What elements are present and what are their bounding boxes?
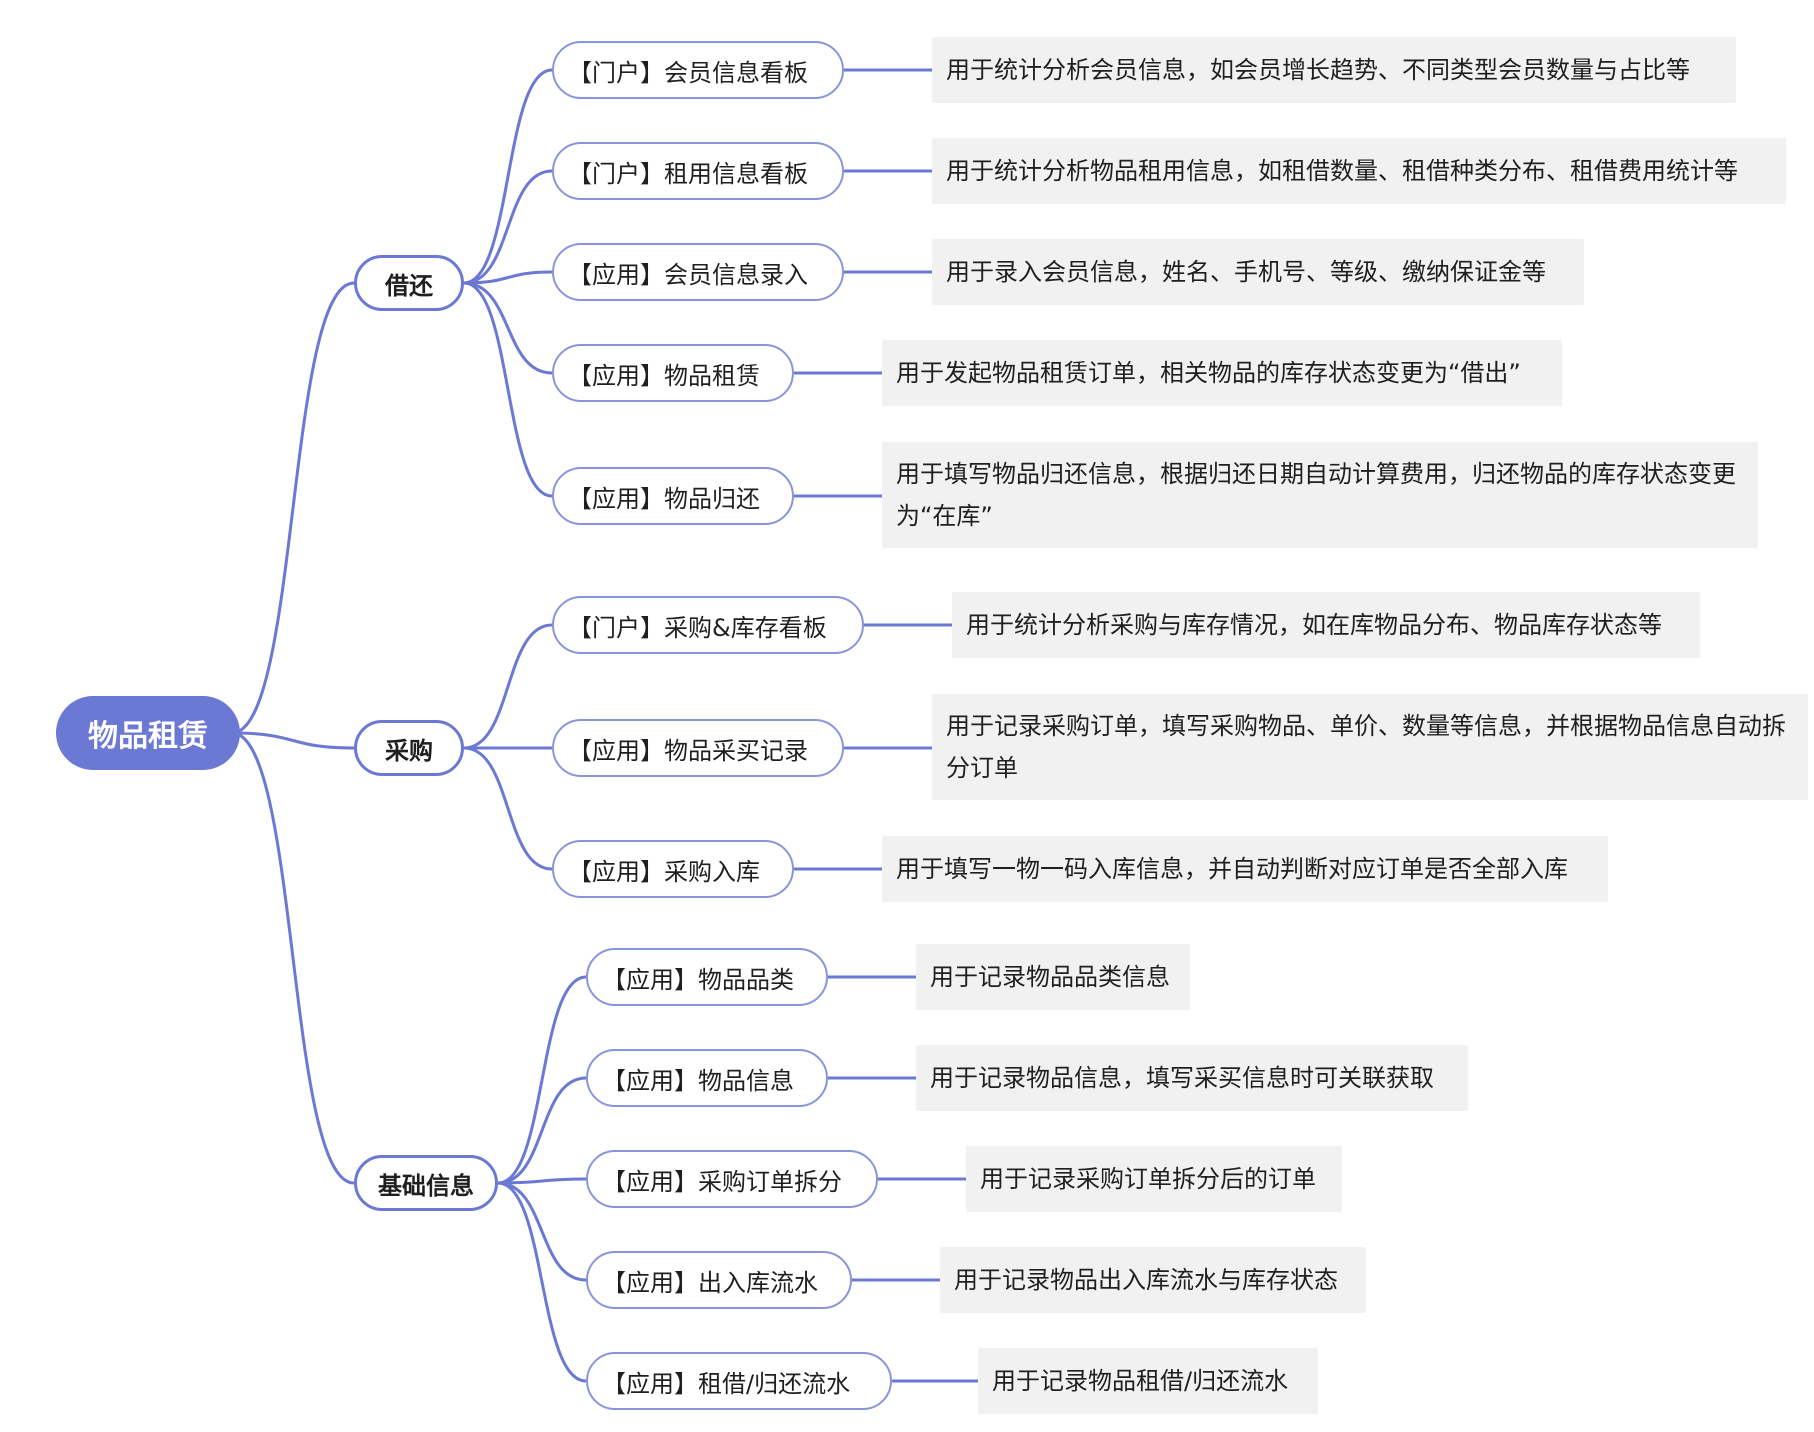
desc-member-entry: 用于录入会员信息，姓名、手机号、等级、缴纳保证金等 xyxy=(932,239,1584,305)
leaf-label: 【门户】采购&库存看板 xyxy=(568,613,827,642)
edge-branch-0-leaf-1 xyxy=(463,169,553,285)
desc-purchase-inbound: 用于填写一物一码入库信息，并自动判断对应订单是否全部入库 xyxy=(882,836,1608,902)
leaf-node-item-category[interactable]: 【应用】物品品类 xyxy=(586,948,828,1006)
leaf-node-inout-ledger[interactable]: 【应用】出入库流水 xyxy=(586,1251,852,1309)
edge-root-branch-0 xyxy=(231,281,355,735)
leaf-node-rental-dashboard[interactable]: 【门户】租用信息看板 xyxy=(552,142,844,200)
leaf-label: 【应用】物品品类 xyxy=(602,965,794,994)
leaf-label: 【应用】租借/归还流水 xyxy=(602,1369,851,1398)
edge-branch-0-leaf-3 xyxy=(463,281,553,375)
leaf-label: 【应用】会员信息录入 xyxy=(568,260,808,289)
desc-rental-dashboard: 用于统计分析物品租用信息，如租借数量、租借种类分布、租借费用统计等 xyxy=(932,138,1786,204)
desc-item-info: 用于记录物品信息，填写采买信息时可关联获取 xyxy=(916,1045,1468,1111)
branch-label: 采购 xyxy=(385,736,433,765)
desc-rent-return-ledger: 用于记录物品租借/归还流水 xyxy=(978,1348,1318,1414)
leaf-node-purchase-dashboard[interactable]: 【门户】采购&库存看板 xyxy=(552,596,864,654)
desc-purchase-record: 用于记录采购订单，填写采购物品、单价、数量等信息，并根据物品信息自动拆分订单 xyxy=(932,694,1808,800)
edge-branch-1-leaf-0 xyxy=(463,623,553,750)
leaf-label: 【应用】物品信息 xyxy=(602,1066,794,1095)
leaf-node-item-info[interactable]: 【应用】物品信息 xyxy=(586,1049,828,1107)
desc-item-rental: 用于发起物品租赁订单，相关物品的库存状态变更为“借出” xyxy=(882,340,1562,406)
leaf-label: 【应用】采购订单拆分 xyxy=(602,1167,842,1196)
leaf-node-rent-return-ledger[interactable]: 【应用】租借/归还流水 xyxy=(586,1352,892,1410)
leaf-label: 【门户】会员信息看板 xyxy=(568,58,808,87)
root-node[interactable]: 物品租赁 xyxy=(56,696,240,770)
root-label: 物品租赁 xyxy=(88,719,208,754)
edge-branch-2-leaf-1 xyxy=(497,1076,587,1185)
desc-order-split: 用于记录采购订单拆分后的订单 xyxy=(966,1146,1342,1212)
leaf-node-purchase-inbound[interactable]: 【应用】采购入库 xyxy=(552,840,794,898)
desc-purchase-dashboard: 用于统计分析采购与库存情况，如在库物品分布、物品库存状态等 xyxy=(952,592,1700,658)
edge-root-branch-2 xyxy=(231,731,355,1185)
edge-branch-2-leaf-4 xyxy=(497,1181,587,1383)
leaf-label: 【应用】出入库流水 xyxy=(602,1268,818,1297)
desc-item-category: 用于记录物品品类信息 xyxy=(916,944,1190,1010)
desc-member-dashboard: 用于统计分析会员信息，如会员增长趋势、不同类型会员数量与占比等 xyxy=(932,37,1736,103)
leaf-node-item-return[interactable]: 【应用】物品归还 xyxy=(552,467,794,525)
leaf-label: 【门户】租用信息看板 xyxy=(568,159,808,188)
edge-branch-0-leaf-0 xyxy=(463,68,553,285)
leaf-label: 【应用】物品租赁 xyxy=(568,361,760,390)
desc-item-return: 用于填写物品归还信息，根据归还日期自动计算费用，归还物品的库存状态变更为“在库” xyxy=(882,442,1758,548)
desc-inout-ledger: 用于记录物品出入库流水与库存状态 xyxy=(940,1247,1366,1313)
leaf-label: 【应用】物品归还 xyxy=(568,484,760,513)
edge-branch-2-leaf-0 xyxy=(497,975,587,1185)
leaf-node-member-dashboard[interactable]: 【门户】会员信息看板 xyxy=(552,41,844,99)
edge-branch-0-leaf-4 xyxy=(463,281,553,498)
leaf-label: 【应用】物品采买记录 xyxy=(568,736,808,765)
leaf-node-order-split[interactable]: 【应用】采购订单拆分 xyxy=(586,1150,878,1208)
leaf-node-purchase-record[interactable]: 【应用】物品采买记录 xyxy=(552,719,844,777)
edge-branch-2-leaf-2 xyxy=(497,1177,587,1185)
leaf-node-item-rental[interactable]: 【应用】物品租赁 xyxy=(552,344,794,402)
edge-branch-1-leaf-2 xyxy=(463,746,553,871)
branch-label: 基础信息 xyxy=(378,1171,474,1200)
edge-branch-0-leaf-2 xyxy=(463,270,553,285)
edge-root-branch-1 xyxy=(231,731,355,750)
branch-node-basic-info[interactable]: 基础信息 xyxy=(354,1155,498,1211)
branch-node-purchase[interactable]: 采购 xyxy=(354,720,464,776)
branch-label: 借还 xyxy=(385,271,433,300)
branch-node-borrow-return[interactable]: 借还 xyxy=(354,255,464,311)
leaf-node-member-entry[interactable]: 【应用】会员信息录入 xyxy=(552,243,844,301)
edge-branch-2-leaf-3 xyxy=(497,1181,587,1282)
leaf-label: 【应用】采购入库 xyxy=(568,857,760,886)
